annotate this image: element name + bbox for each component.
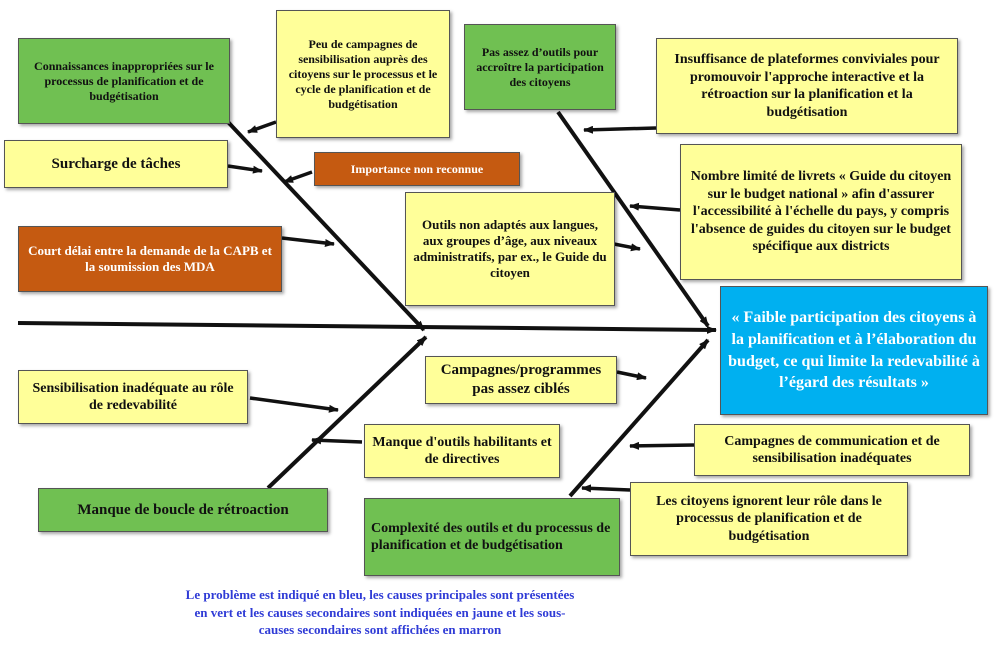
arrow-plateformes: [583, 125, 657, 134]
arrow-livrets: [629, 202, 681, 212]
secondary-cause-communication: Campagnes de communication et de sensibi…: [694, 424, 970, 476]
legend-line-2: en vert et les causes secondaires sont i…: [194, 604, 566, 620]
arrow-outils-non-adaptes: [613, 242, 641, 252]
arrow-ignorent: [581, 484, 631, 493]
sub-cause-importance-text: Importance non reconnue: [350, 161, 484, 176]
secondary-cause-campagnes-ciblees: Campagnes/programmes pas assez ciblés: [425, 356, 617, 404]
secondary-cause-livrets-text: Nombre limité de livrets « Guide du cito…: [690, 169, 952, 255]
secondary-cause-surcharge: Surcharge de tâches: [4, 140, 228, 188]
legend-line-1: Le problème est indiqué en bleu, les cau…: [185, 587, 575, 602]
secondary-cause-campagnes-sensibilisation: Peu de campagnes de sensibilisation aupr…: [276, 10, 450, 138]
secondary-cause-plateformes: Insuffisance de plateformes conviviales …: [656, 38, 958, 134]
main-cause-outils-participation-text: Pas assez d’outils pour accroître la par…: [476, 44, 604, 89]
main-cause-complexite-text: Complexité des outils et du processus de…: [371, 520, 611, 554]
sub-cause-delai: Court délai entre la demande de la CAPB …: [18, 226, 282, 292]
arrow-delai: [281, 236, 335, 247]
secondary-cause-campagnes-sensibilisation-text: Peu de campagnes de sensibilisation aupr…: [288, 36, 438, 111]
secondary-cause-ignorent-text: Les citoyens ignorent leur rôle dans le …: [656, 493, 882, 544]
bone-complexite: [568, 338, 710, 498]
arrow-campagnes-ciblees: [616, 370, 647, 381]
spine-line: [17, 321, 717, 334]
secondary-cause-sensibilisation-role: Sensibilisation inadéquate au rôle de re…: [18, 370, 248, 424]
bone-connaissances: [226, 120, 426, 332]
arrow-sensibilisation-role: [249, 396, 339, 413]
main-cause-boucle-text: Manque de boucle de rétroaction: [77, 501, 289, 518]
main-cause-connaissances-text: Connaissances inappropriées sur le proce…: [34, 58, 214, 103]
main-cause-outils-participation: Pas assez d’outils pour accroître la par…: [464, 24, 616, 110]
arrow-outils-habilitants: [311, 436, 363, 445]
legend-line-3: causes secondaires sont affichées en mar…: [258, 622, 502, 638]
problem-box: « Faible participation des citoyens à la…: [720, 286, 988, 415]
secondary-cause-outils-habilitants-text: Manque d'outils habilitants et de direct…: [372, 434, 552, 468]
sub-cause-importance: Importance non reconnue: [314, 152, 520, 186]
secondary-cause-ignorent: Les citoyens ignorent leur rôle dans le …: [630, 482, 908, 556]
secondary-cause-sensibilisation-role-text: Sensibilisation inadéquate au rôle de re…: [32, 380, 234, 414]
secondary-cause-communication-text: Campagnes de communication et de sensibi…: [724, 433, 940, 467]
sub-cause-delai-text: Court délai entre la demande de la CAPB …: [28, 242, 272, 274]
secondary-cause-outils-non-adaptes: Outils non adaptés aux langues, aux grou…: [405, 192, 615, 306]
legend-caption: Le problème est indiqué en bleu, les cau…: [110, 586, 650, 639]
arrow-communication: [629, 441, 695, 450]
secondary-cause-livrets: Nombre limité de livrets « Guide du cito…: [680, 144, 962, 280]
problem-text: « Faible participation des citoyens à la…: [728, 309, 980, 392]
arrow-campagnes-sensibilisation: [247, 120, 277, 134]
secondary-cause-outils-non-adaptes-text: Outils non adaptés aux langues, aux grou…: [413, 216, 607, 281]
secondary-cause-outils-habilitants: Manque d'outils habilitants et de direct…: [364, 424, 560, 478]
secondary-cause-campagnes-ciblees-text: Campagnes/programmes pas assez ciblés: [440, 362, 602, 397]
main-cause-boucle: Manque de boucle de rétroaction: [38, 488, 328, 532]
arrow-importance: [283, 170, 313, 184]
bone-boucle: [266, 335, 428, 490]
arrow-surcharge: [227, 164, 263, 174]
secondary-cause-surcharge-text: Surcharge de tâches: [51, 155, 181, 172]
bone-outils-participation: [556, 110, 710, 328]
secondary-cause-plateformes-text: Insuffisance de plateformes conviviales …: [674, 52, 940, 120]
main-cause-connaissances: Connaissances inappropriées sur le proce…: [18, 38, 230, 124]
main-cause-complexite: Complexité des outils et du processus de…: [364, 498, 620, 576]
